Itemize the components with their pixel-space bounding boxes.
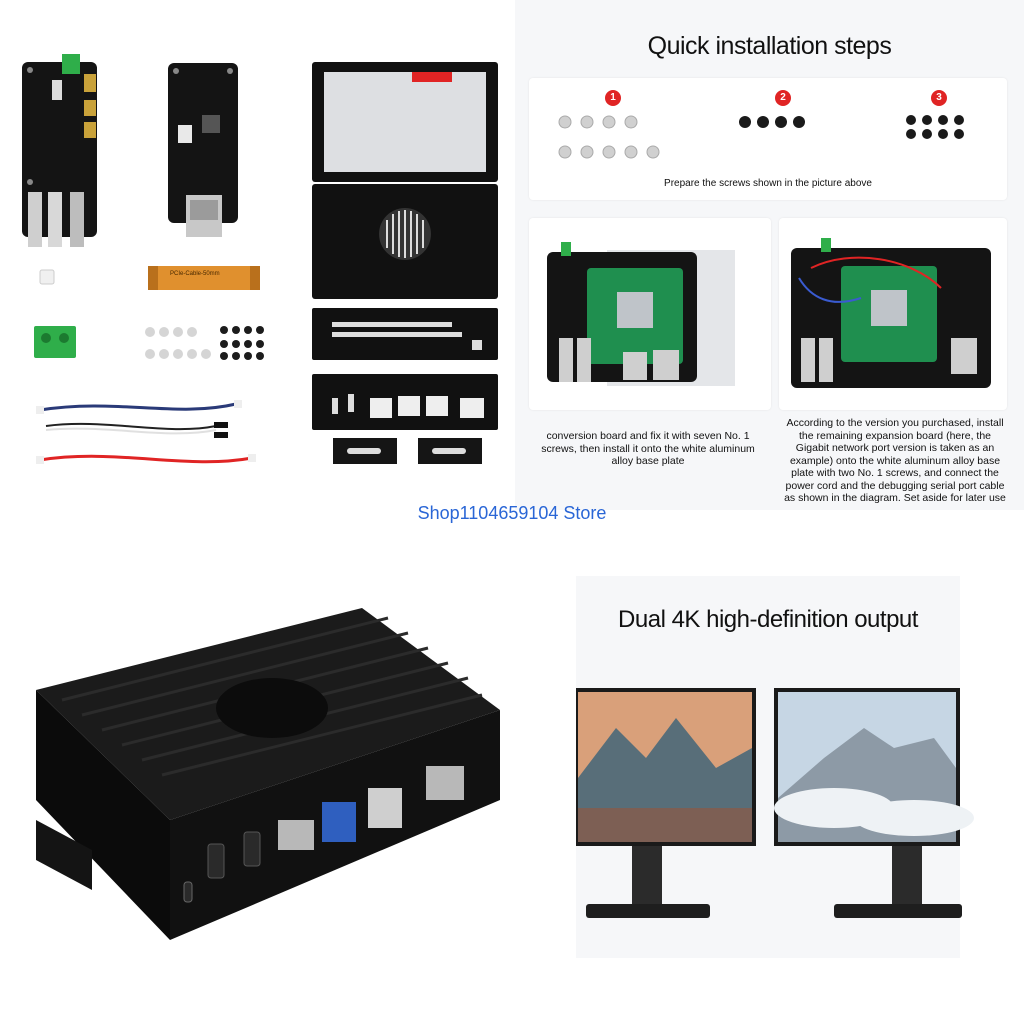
screws-card: 1 2 3 Prepare the screws shown in the pi…: [529, 78, 1007, 200]
case-end-panel-b: [312, 374, 498, 430]
cable-set: [36, 400, 256, 464]
step1-board-image: [547, 242, 735, 386]
step-badge-3: 3: [931, 90, 947, 106]
screws-caption: Prepare the screws shown in the picture …: [664, 178, 872, 189]
store-watermark: Shop1104659104 Store: [417, 503, 607, 523]
display-panel: Dual 4K high-definition output: [576, 576, 974, 958]
case-bottom-shell: [312, 184, 498, 299]
kit-parts-area: PCIe-Cable-50mm: [0, 0, 512, 500]
screw-set: [145, 326, 264, 360]
step1-card: [529, 218, 771, 410]
mounting-bracket-right: [418, 438, 482, 464]
assembled-case-image: [36, 608, 500, 940]
case-top-shell: [312, 62, 498, 182]
silver-screws: [558, 115, 660, 159]
step1-caption: conversion board and fix it with seven N…: [541, 430, 755, 467]
terminal-block: [34, 326, 76, 358]
step2-board-image: [791, 238, 991, 388]
black-screws-step2: [739, 116, 805, 128]
installation-title: Quick installation steps: [647, 32, 892, 60]
step-badge-1: 1: [605, 90, 621, 106]
pcie-cable-label: PCIe-Cable-50mm: [170, 271, 220, 277]
display-title: Dual 4K high-definition output: [618, 606, 918, 633]
black-screws-step3: [906, 115, 964, 139]
step2-caption: According to the version you purchased, …: [784, 417, 1006, 504]
pcie-ribbon-cable: [148, 266, 260, 290]
gigabit-port-board: [168, 63, 238, 237]
hdmi-adapter-board: [22, 54, 97, 247]
monitor-right: [774, 688, 974, 918]
monitor-left: [576, 688, 756, 918]
installation-panel: Quick installation steps 1 2 3 Prepare t…: [515, 0, 1024, 510]
case-end-panel-a: [312, 308, 498, 360]
small-connector-part: [39, 269, 55, 285]
step2-card: [779, 218, 1007, 410]
mounting-bracket-left: [333, 438, 397, 464]
step-badge-2: 2: [775, 90, 791, 106]
